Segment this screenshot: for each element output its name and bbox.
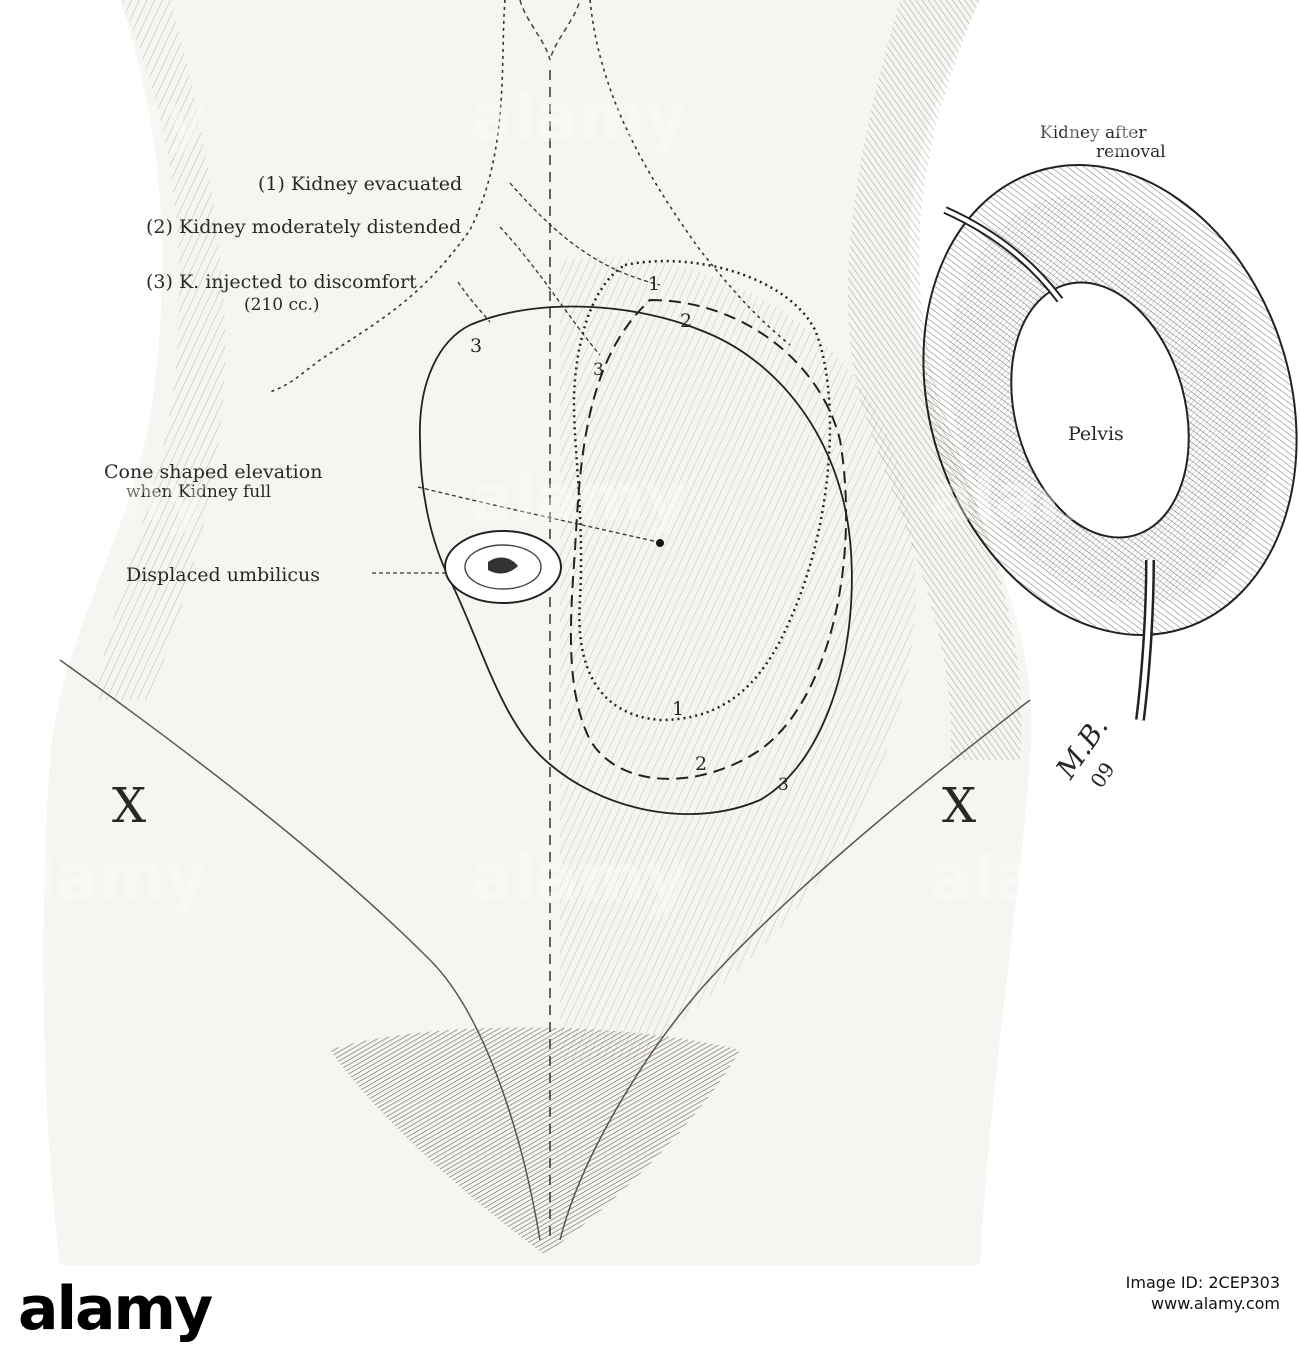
label-kidney-evacuated: (1) Kidney evacuated [258,173,462,195]
label-kidney-injected: (3) K. injected to discomfort [146,271,417,293]
label-removal: removal [1096,142,1166,162]
kidney-outline-3 [419,305,853,815]
leader-lines [372,182,661,574]
label-cone-line1: Cone shaped elevation [104,461,322,483]
outline-number-2-bottom: 2 [695,753,707,775]
figure-labels: (1) Kidney evacuated (2) Kidney moderate… [104,123,1166,586]
label-displaced-umbilicus: Displaced umbilicus [126,564,320,586]
outline-number-1-bottom: 1 [672,698,684,720]
image-id-label: Image ID: 2CEP303 [1125,1273,1280,1292]
illustration-plate: X X (1) Kidney evacuated (2) Kidney mode… [0,0,1300,1265]
rib-margin-outlines [269,0,791,393]
label-kidney-moderately-distended: (2) Kidney moderately distended [146,216,461,238]
x-mark-right: X [942,778,976,834]
stock-footer: alamy Image ID: 2CEP303 www.alamy.com [0,1265,1300,1357]
kidney-outline-1 [572,259,832,722]
outline-number-3: 3 [470,335,482,357]
outline-number-3-inner: 3 [593,360,604,380]
footer-info: Image ID: 2CEP303 www.alamy.com [1126,1273,1280,1315]
kidney-outline-2 [569,298,848,780]
label-pelvis: Pelvis [1068,423,1124,445]
cone-apex-dot [656,539,664,547]
label-kidney-after: Kidney after [1040,123,1147,143]
outline-number-3-bottom: 3 [778,775,789,795]
x-marks: X X [112,778,976,834]
outline-number-2-top: 2 [680,310,692,332]
label-injected-volume: (210 cc.) [244,295,320,315]
outline-number-1-top: 1 [648,273,660,295]
alamy-logo[interactable]: alamy [18,1274,213,1344]
pelvis-sac [1010,281,1190,539]
removed-kidney-illustration [922,164,1298,721]
outline-numbers: 1 2 3 3 1 2 3 [470,273,789,795]
x-mark-left: X [112,778,146,834]
anatomical-drawing: X X (1) Kidney evacuated (2) Kidney mode… [0,0,1300,1265]
umbilicus [444,530,562,604]
site-url-link[interactable]: www.alamy.com [1151,1293,1280,1313]
label-cone-line2: when Kidney full [126,482,271,502]
